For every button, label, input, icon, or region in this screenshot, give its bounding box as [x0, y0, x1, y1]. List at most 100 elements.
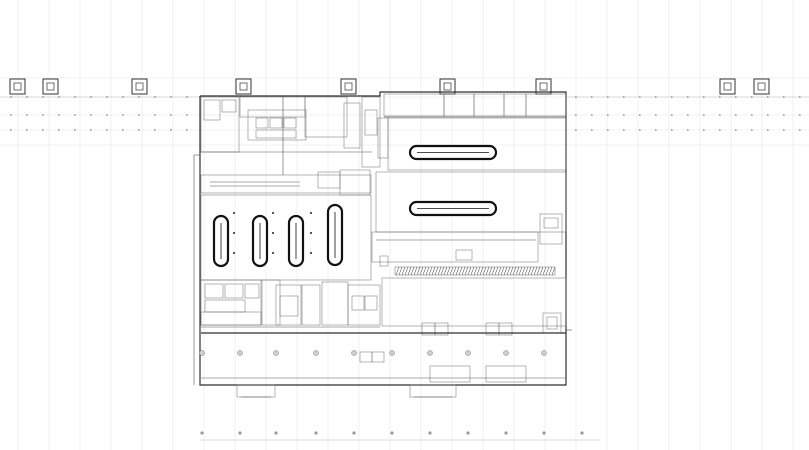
- column-dots-bottom: [200, 431, 584, 435]
- grid-marker: [719, 114, 721, 116]
- hatch-line: [521, 266, 526, 276]
- column-dot: [466, 431, 470, 435]
- hatch-line: [524, 266, 529, 276]
- grid-marker: [735, 129, 737, 131]
- mid-east-hall: [375, 171, 567, 245]
- hatch-line: [548, 266, 553, 276]
- grid-marker: [90, 96, 92, 98]
- grid-marker: [26, 114, 28, 116]
- pier: [42, 78, 59, 95]
- column-dot: [542, 431, 546, 435]
- hatch-line: [467, 266, 472, 276]
- grid-marker: [170, 96, 172, 98]
- conveyor: [251, 214, 269, 268]
- hatch-line: [485, 266, 490, 276]
- loading-docks: [236, 384, 457, 398]
- grid-marker: [42, 114, 44, 116]
- grid-marker: [655, 114, 657, 116]
- grid-marker: [74, 129, 76, 131]
- grid-marker: [687, 114, 689, 116]
- grid-marker: [767, 96, 769, 98]
- column: [503, 350, 509, 356]
- grid-marker: [607, 96, 609, 98]
- hatch-line: [428, 266, 433, 276]
- column: [427, 350, 433, 356]
- grid-marker: [671, 129, 673, 131]
- grid-marker: [703, 114, 705, 116]
- hatch-line: [422, 266, 427, 276]
- grid-marker: [186, 129, 188, 131]
- pier: [9, 78, 26, 95]
- column: [237, 350, 243, 356]
- pier: [131, 78, 148, 95]
- grid-marker: [607, 129, 609, 131]
- north-west-rooms: [200, 96, 381, 175]
- west-service-band: [200, 169, 372, 196]
- hatch-line: [395, 266, 400, 276]
- hatch-line: [416, 266, 421, 276]
- grid-marker: [74, 96, 76, 98]
- north-east-rooms: [377, 93, 567, 159]
- grid-marker: [639, 96, 641, 98]
- hatch-line: [482, 266, 487, 276]
- column-dot: [238, 431, 242, 435]
- grid-marker: [783, 96, 785, 98]
- grid-marker: [719, 96, 721, 98]
- grid-marker: [154, 96, 156, 98]
- grid-marker: [138, 114, 140, 116]
- grid-marker: [106, 96, 108, 98]
- column-dot: [200, 431, 204, 435]
- hatch-line: [461, 266, 466, 276]
- grid-marker: [799, 129, 801, 131]
- column: [541, 350, 547, 356]
- grid-marker: [186, 114, 188, 116]
- grid-marker: [106, 114, 108, 116]
- hatch-line: [452, 266, 457, 276]
- hatch-line: [500, 266, 505, 276]
- hatch-line: [470, 266, 475, 276]
- grid-marker: [591, 129, 593, 131]
- grid-marker: [799, 114, 801, 116]
- hatch-line: [512, 266, 517, 276]
- conveyor: [408, 200, 498, 217]
- hatch-line: [488, 266, 493, 276]
- grid-marker: [58, 129, 60, 131]
- grid-marker: [767, 129, 769, 131]
- pier: [235, 78, 252, 95]
- grid-marker: [703, 96, 705, 98]
- grid-marker: [655, 96, 657, 98]
- hatch-line: [527, 266, 532, 276]
- hatch-line: [551, 266, 556, 276]
- grid-marker: [751, 96, 753, 98]
- conveyor: [212, 214, 230, 268]
- grid-marker: [671, 96, 673, 98]
- column-dot: [580, 431, 584, 435]
- grid-marker: [735, 114, 737, 116]
- grid-marker: [735, 96, 737, 98]
- grid-marker: [623, 129, 625, 131]
- grid-marker: [26, 129, 28, 131]
- grid-marker: [623, 114, 625, 116]
- hall-fixtures-west: [233, 212, 312, 254]
- grid-marker: [90, 129, 92, 131]
- grid-marker: [154, 114, 156, 116]
- column-dot: [390, 431, 394, 435]
- column-dot: [274, 431, 278, 435]
- grid-marker: [186, 96, 188, 98]
- grid-marker: [575, 96, 577, 98]
- grid-marker: [607, 114, 609, 116]
- grid-marker: [703, 129, 705, 131]
- grid-marker: [122, 96, 124, 98]
- hatch-line: [530, 266, 535, 276]
- hatch-line: [533, 266, 538, 276]
- hatch-line: [545, 266, 550, 276]
- column-dot: [504, 431, 508, 435]
- grid-marker: [106, 129, 108, 131]
- hatched-strip-border: [394, 266, 556, 276]
- grid-marker: [687, 129, 689, 131]
- hatch-line: [473, 266, 478, 276]
- west-conveyor-hall: [200, 194, 372, 281]
- grid-marker: [10, 114, 12, 116]
- north-east-hall: [387, 117, 567, 171]
- hatch-line: [398, 266, 403, 276]
